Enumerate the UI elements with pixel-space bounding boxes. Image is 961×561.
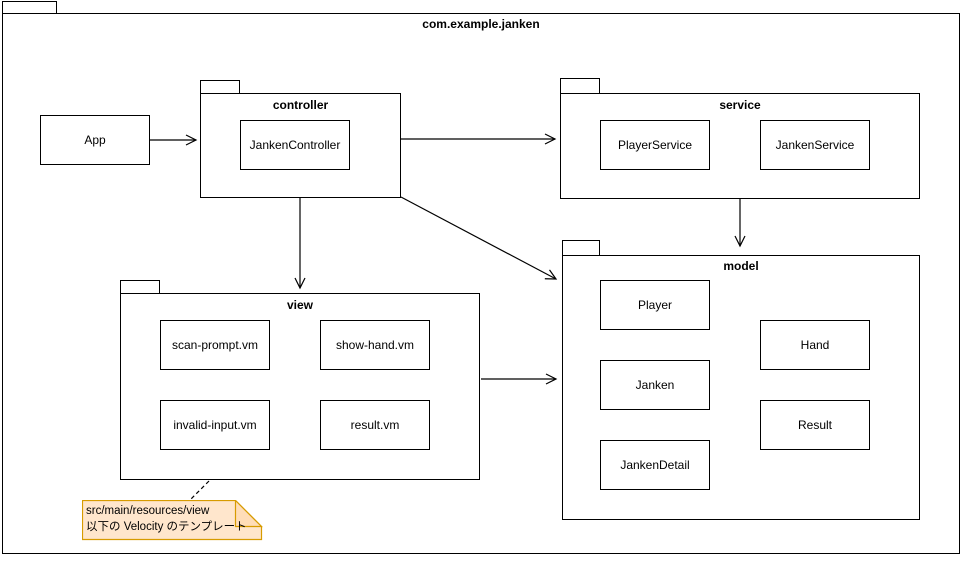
node-janken-label: Janken bbox=[635, 378, 675, 392]
package-view-label: view bbox=[286, 298, 313, 312]
node-hand-label: Hand bbox=[800, 338, 830, 352]
root-package-label: com.example.janken bbox=[422, 17, 540, 31]
node-invalid-input-vm: invalid-input.vm bbox=[160, 400, 270, 450]
package-view-tab bbox=[120, 280, 160, 294]
node-jankendetail: JankenDetail bbox=[600, 440, 710, 490]
package-model-label: model bbox=[723, 259, 759, 273]
package-controller-label: controller bbox=[272, 98, 329, 112]
node-jankenservice: JankenService bbox=[760, 120, 870, 170]
note-fold-shape bbox=[234, 500, 263, 528]
package-model-tab bbox=[562, 240, 600, 256]
node-playerservice: PlayerService bbox=[600, 120, 710, 170]
node-show-hand-vm: show-hand.vm bbox=[320, 320, 430, 370]
node-jankencontroller-label: JankenController bbox=[249, 138, 341, 152]
node-result-vm-label: result.vm bbox=[350, 418, 400, 432]
node-scan-prompt-vm: scan-prompt.vm bbox=[160, 320, 270, 370]
node-result-label: Result bbox=[797, 418, 832, 432]
node-jankendetail-label: JankenDetail bbox=[620, 458, 690, 472]
note-text: src/main/resources/view 以下の Velocity のテン… bbox=[86, 503, 258, 535]
node-invalid-input-vm-label: invalid-input.vm bbox=[173, 418, 257, 432]
node-result-vm: result.vm bbox=[320, 400, 430, 450]
node-player: Player bbox=[600, 280, 710, 330]
node-app: App bbox=[40, 115, 150, 165]
note-line-1: src/main/resources/view bbox=[86, 505, 210, 517]
node-playerservice-label: PlayerService bbox=[617, 138, 693, 152]
node-show-hand-vm-label: show-hand.vm bbox=[335, 338, 415, 352]
node-scan-prompt-vm-label: scan-prompt.vm bbox=[171, 338, 259, 352]
node-player-label: Player bbox=[637, 298, 672, 312]
node-app-label: App bbox=[84, 133, 106, 147]
package-service-tab bbox=[560, 78, 600, 94]
package-service-label: service bbox=[719, 98, 761, 112]
note-shape bbox=[82, 500, 263, 541]
note-body-shape bbox=[82, 500, 263, 541]
node-jankenservice-label: JankenService bbox=[775, 138, 855, 152]
node-jankencontroller: JankenController bbox=[240, 120, 350, 170]
node-janken: Janken bbox=[600, 360, 710, 410]
node-result: Result bbox=[760, 400, 870, 450]
package-controller-tab bbox=[200, 80, 240, 94]
node-hand: Hand bbox=[760, 320, 870, 370]
note-line-2: 以下の Velocity のテンプレート bbox=[86, 521, 247, 533]
